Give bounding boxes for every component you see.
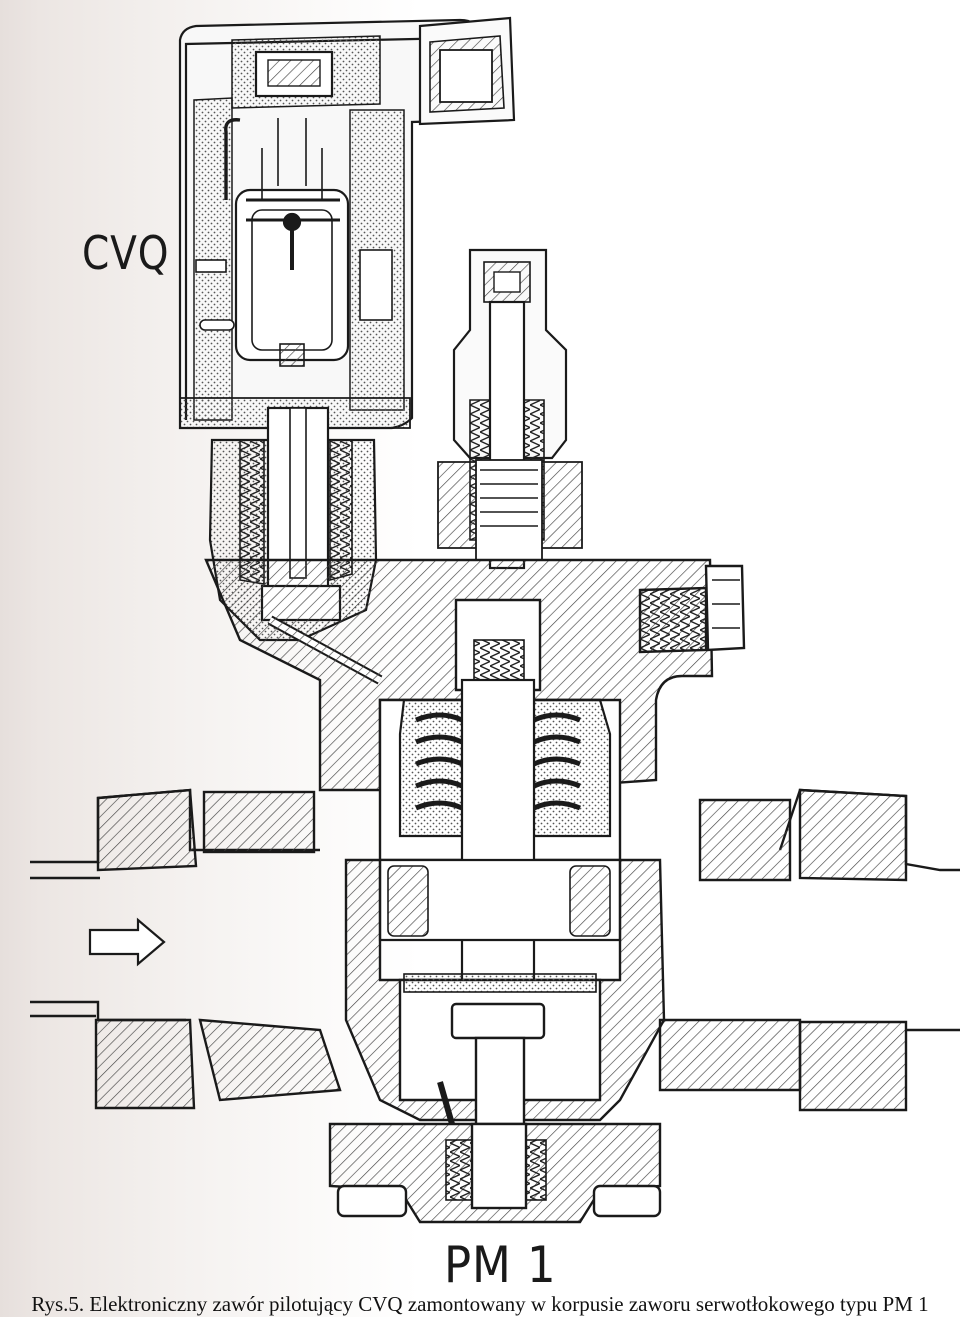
flow-direction-arrow bbox=[88, 917, 166, 967]
cvq-label: CVQ bbox=[82, 226, 170, 280]
pipe-lower bbox=[30, 1000, 960, 1112]
pm1-lower-body bbox=[328, 858, 666, 1224]
pm1-label: PM 1 bbox=[444, 1236, 557, 1294]
cvq-pilot-housing bbox=[178, 16, 516, 430]
pm1-spring-and-piston bbox=[378, 678, 622, 1012]
pm1-spindle-tower bbox=[437, 248, 583, 570]
pipe-upper bbox=[30, 788, 960, 882]
figure-caption: Rys.5. Elektroniczny zawór pilotujący CV… bbox=[31, 1292, 929, 1316]
